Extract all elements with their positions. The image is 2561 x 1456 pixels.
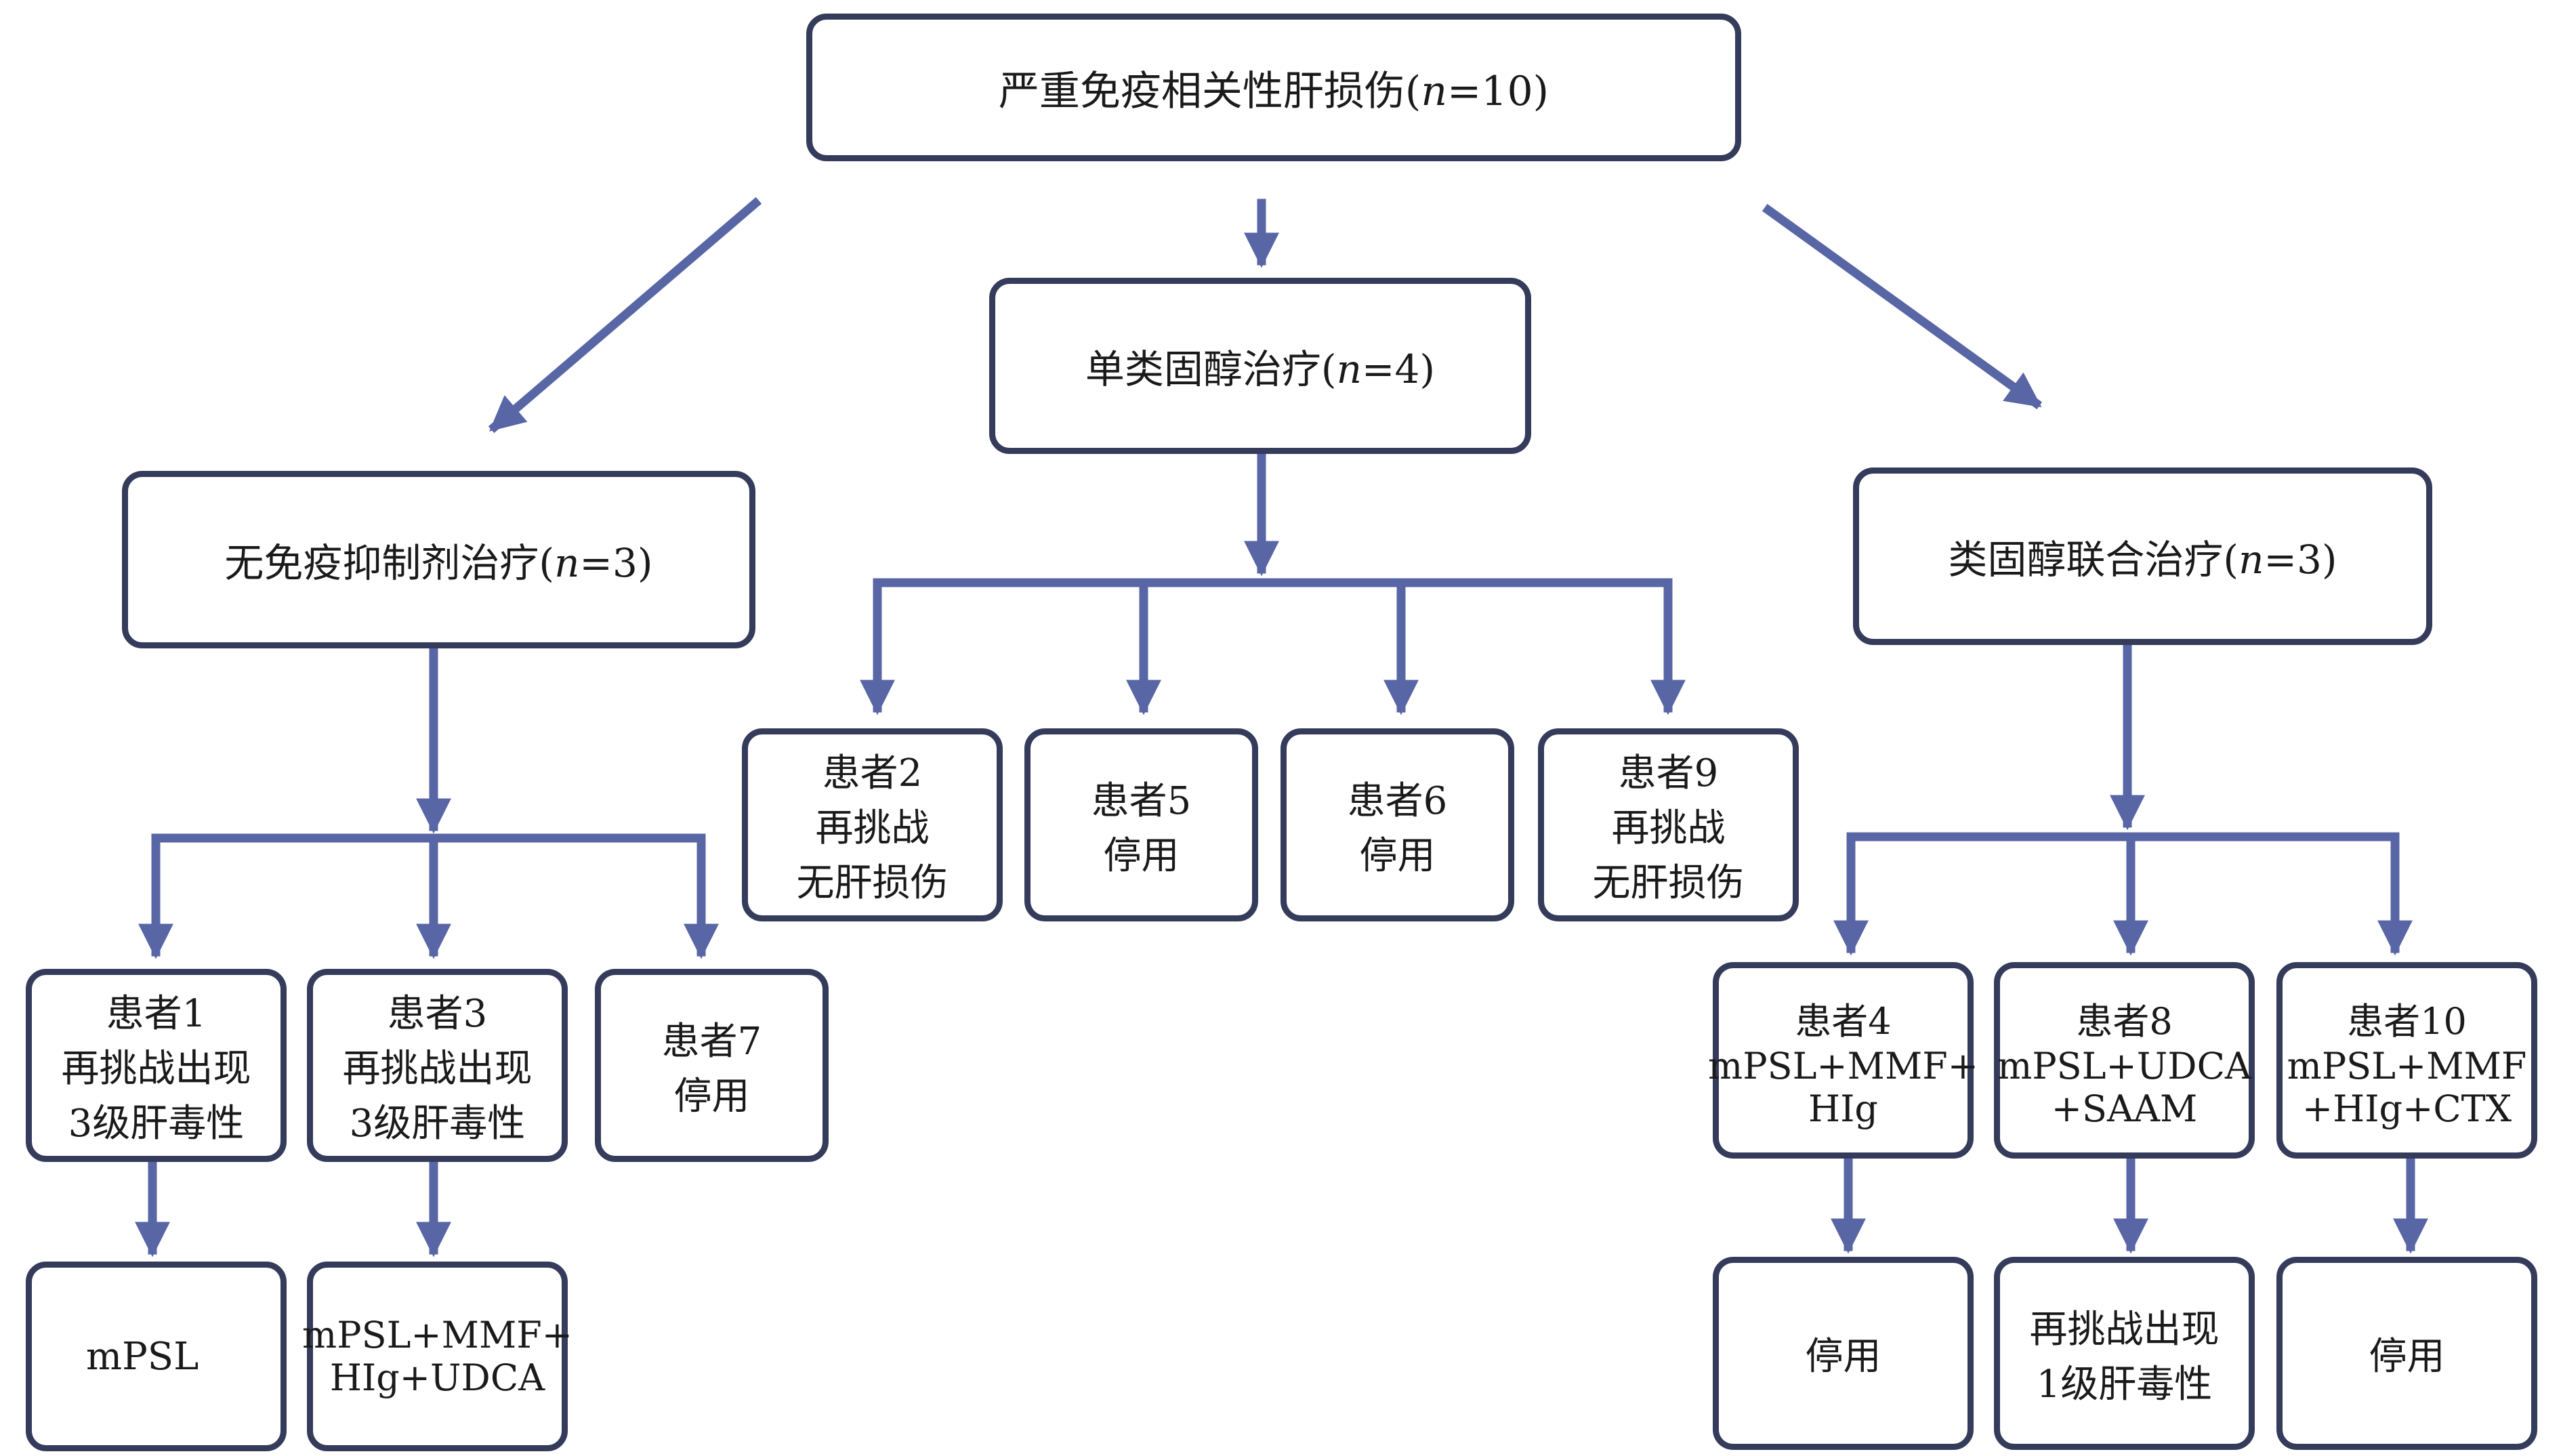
- patient-8-regimen-1: mPSL+UDCA: [1997, 1044, 2251, 1087]
- outcome-patient-4-text: 停用: [1805, 1335, 1881, 1379]
- patient-8-id: 患者8: [2076, 999, 2173, 1043]
- patient-6-id: 患者6: [1347, 778, 1448, 823]
- bracket-combined: [1846, 832, 2400, 953]
- patient-1-result: 3级肝毒性: [68, 1102, 245, 1146]
- patient-9-result: 无肝损伤: [1592, 861, 1745, 905]
- patient-10-node: 患者10 mPSL+MMF +HIg+CTX: [2276, 962, 2537, 1159]
- bracket-none: [151, 833, 706, 957]
- outcome-patient-3-line-1: mPSL+MMF+: [302, 1314, 572, 1356]
- patient-7-id: 患者7: [661, 1019, 762, 1064]
- root-node: 严重免疫相关性肝损伤(n=10): [806, 14, 1741, 161]
- patient-9-id: 患者9: [1618, 751, 1719, 795]
- outcome-patient-3: mPSL+MMF+ HIg+UDCA: [302, 1262, 572, 1451]
- patient-4-regimen-2: HIg: [1808, 1087, 1878, 1130]
- patient-1-event: 再挑战出现: [61, 1047, 251, 1091]
- patient-1-id: 患者1: [106, 992, 207, 1036]
- root-label: 严重免疫相关性肝损伤(n=10): [998, 67, 1549, 115]
- outcome-patient-1-text: mPSL: [86, 1334, 199, 1379]
- outcome-patient-3-line-2: HIg+UDCA: [329, 1356, 545, 1399]
- patient-4-id: 患者4: [1795, 999, 1892, 1043]
- arrow-root-to-none: [488, 196, 762, 434]
- outcome-patient-10-text: 停用: [2369, 1335, 2445, 1379]
- outcome-patient-4: 停用: [1713, 1257, 1974, 1450]
- bracket-steroid: [873, 578, 1673, 713]
- arrow-root-to-combined: [1762, 203, 2043, 410]
- outcome-patient-8: 再挑战出现 1级肝毒性: [1994, 1257, 2255, 1450]
- patient-7-node: 患者7 停用: [595, 969, 829, 1162]
- patient-8-node: 患者8 mPSL+UDCA +SAAM: [1994, 962, 2255, 1159]
- patient-4-regimen-1: mPSL+MMF+: [1708, 1044, 1978, 1087]
- patient-8-regimen-2: +SAAM: [2051, 1087, 2198, 1130]
- patient-9-node: 患者9 再挑战 无肝损伤: [1538, 728, 1799, 921]
- branch-steroid-only: 单类固醇治疗(n=4): [989, 278, 1531, 454]
- patient-2-result: 无肝损伤: [796, 861, 949, 905]
- patient-3-result: 3级肝毒性: [349, 1102, 526, 1146]
- outcome-patient-10: 停用: [2276, 1257, 2537, 1450]
- branch-steroid-only-label: 单类固醇治疗(n=4): [1085, 346, 1436, 392]
- patient-10-id: 患者10: [2347, 999, 2467, 1043]
- patient-5-status: 停用: [1103, 833, 1180, 878]
- patient-1-node: 患者1 再挑战出现 3级肝毒性: [26, 969, 287, 1162]
- patient-6-status: 停用: [1359, 833, 1436, 878]
- patient-6-node: 患者6 停用: [1280, 728, 1514, 921]
- branch-no-immunosuppressant: 无免疫抑制剂治疗(n=3): [122, 471, 755, 648]
- patient-3-event: 再挑战出现: [342, 1047, 533, 1091]
- patient-10-regimen-2: +HIg+CTX: [2302, 1087, 2512, 1130]
- patient-5-node: 患者5 停用: [1024, 728, 1258, 921]
- outcome-patient-8-line-2: 1级肝毒性: [2036, 1362, 2213, 1407]
- patient-3-id: 患者3: [387, 992, 488, 1036]
- patient-9-event: 再挑战: [1611, 806, 1726, 850]
- branch-no-immunosuppressant-label: 无免疫抑制剂治疗(n=3): [224, 540, 653, 586]
- branch-steroid-combined-label: 类固醇联合治疗(n=3): [1948, 537, 2337, 583]
- outcome-patient-8-line-1: 再挑战出现: [2029, 1307, 2220, 1352]
- patient-4-node: 患者4 mPSL+MMF+ HIg: [1708, 962, 1978, 1159]
- patient-10-regimen-1: mPSL+MMF: [2287, 1044, 2527, 1087]
- branch-steroid-combined: 类固醇联合治疗(n=3): [1853, 467, 2432, 645]
- patient-5-id: 患者5: [1091, 778, 1192, 823]
- patient-7-status: 停用: [673, 1074, 750, 1119]
- patient-2-node: 患者2 再挑战 无肝损伤: [742, 728, 1003, 921]
- outcome-patient-1: mPSL: [26, 1262, 287, 1451]
- patient-2-event: 再挑战: [815, 806, 930, 850]
- patient-2-id: 患者2: [822, 751, 923, 795]
- patient-3-node: 患者3 再挑战出现 3级肝毒性: [307, 969, 568, 1162]
